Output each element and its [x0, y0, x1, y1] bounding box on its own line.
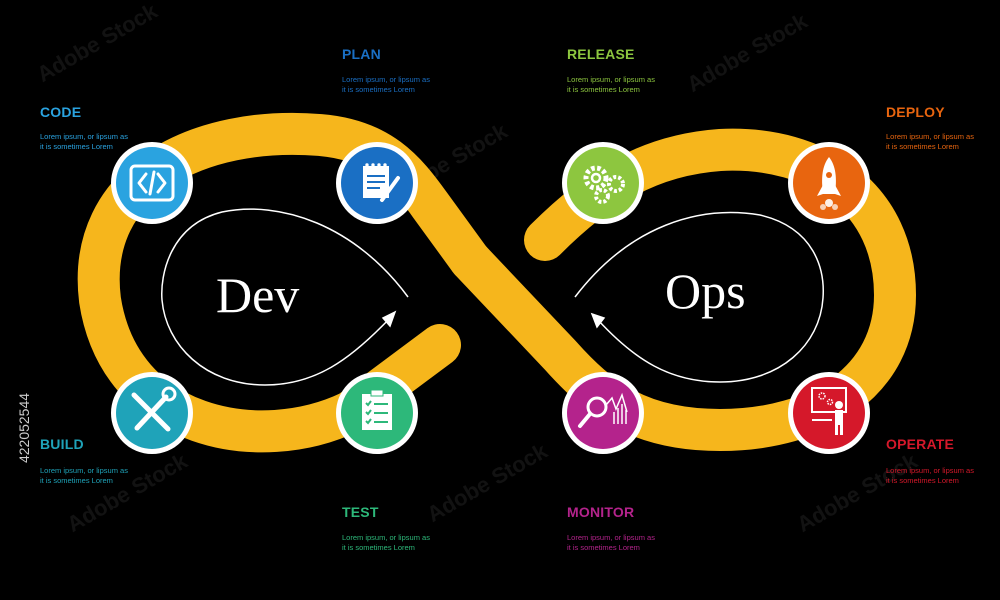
- code-brackets-icon: [129, 164, 175, 202]
- stage-label-deploy: DEPLOY: [886, 104, 945, 120]
- dev-inner-loop-line: [161, 208, 409, 386]
- stage-label-test: TEST: [342, 504, 379, 520]
- stage-circle-build[interactable]: [111, 372, 193, 454]
- checklist-icon: [362, 389, 392, 430]
- stage-desc-operate: Lorem ipsum, or lipsum as it is sometime…: [886, 466, 974, 485]
- dev-title: Dev: [216, 267, 300, 323]
- stock-id: 422052544: [14, 358, 34, 498]
- ops-inner-loop-line: [574, 211, 824, 383]
- stage-desc-build: Lorem ipsum, or lipsum as it is sometime…: [40, 466, 128, 485]
- stage-circle-code[interactable]: [111, 142, 193, 224]
- stage-circle-deploy[interactable]: [788, 142, 870, 224]
- stage-circle-plan[interactable]: [336, 142, 418, 224]
- ops-arrowhead: [590, 312, 606, 329]
- stage-circle-operate[interactable]: [788, 372, 870, 454]
- stage-desc-release: Lorem ipsum, or lipsum as it is sometime…: [567, 75, 655, 94]
- stage-label-operate: OPERATE: [886, 436, 955, 452]
- notepad-pen-icon: [363, 163, 400, 202]
- dev-arrowhead: [381, 310, 397, 328]
- wrench-screwdriver-icon: [131, 386, 177, 432]
- stage-circle-release[interactable]: [562, 142, 644, 224]
- stage-label-code: CODE: [40, 104, 82, 120]
- stage-desc-test: Lorem ipsum, or lipsum as it is sometime…: [342, 533, 430, 552]
- stage-desc-monitor: Lorem ipsum, or lipsum as it is sometime…: [567, 533, 655, 552]
- stage-label-build: BUILD: [40, 436, 84, 452]
- presenter-board-icon: [811, 387, 847, 435]
- flow-arrows: [161, 208, 824, 386]
- stage-circle-monitor[interactable]: [562, 372, 644, 454]
- stock-id-text: 422052544: [16, 392, 32, 464]
- loop-right-band: [449, 128, 917, 452]
- magnifier-chart-icon: [578, 392, 628, 428]
- stage-label-plan: PLAN: [342, 46, 381, 62]
- rocket-icon: [817, 157, 841, 210]
- stage-desc-deploy: Lorem ipsum, or lipsum as it is sometime…: [886, 132, 974, 151]
- stage-label-release: RELEASE: [567, 46, 635, 62]
- gears-icon: [583, 165, 625, 204]
- ops-title: Ops: [665, 263, 746, 319]
- stage-desc-plan: Lorem ipsum, or lipsum as it is sometime…: [342, 75, 430, 94]
- stage-label-monitor: MONITOR: [567, 504, 635, 520]
- stage-desc-code: Lorem ipsum, or lipsum as it is sometime…: [40, 132, 128, 151]
- stage-circle-test[interactable]: [336, 372, 418, 454]
